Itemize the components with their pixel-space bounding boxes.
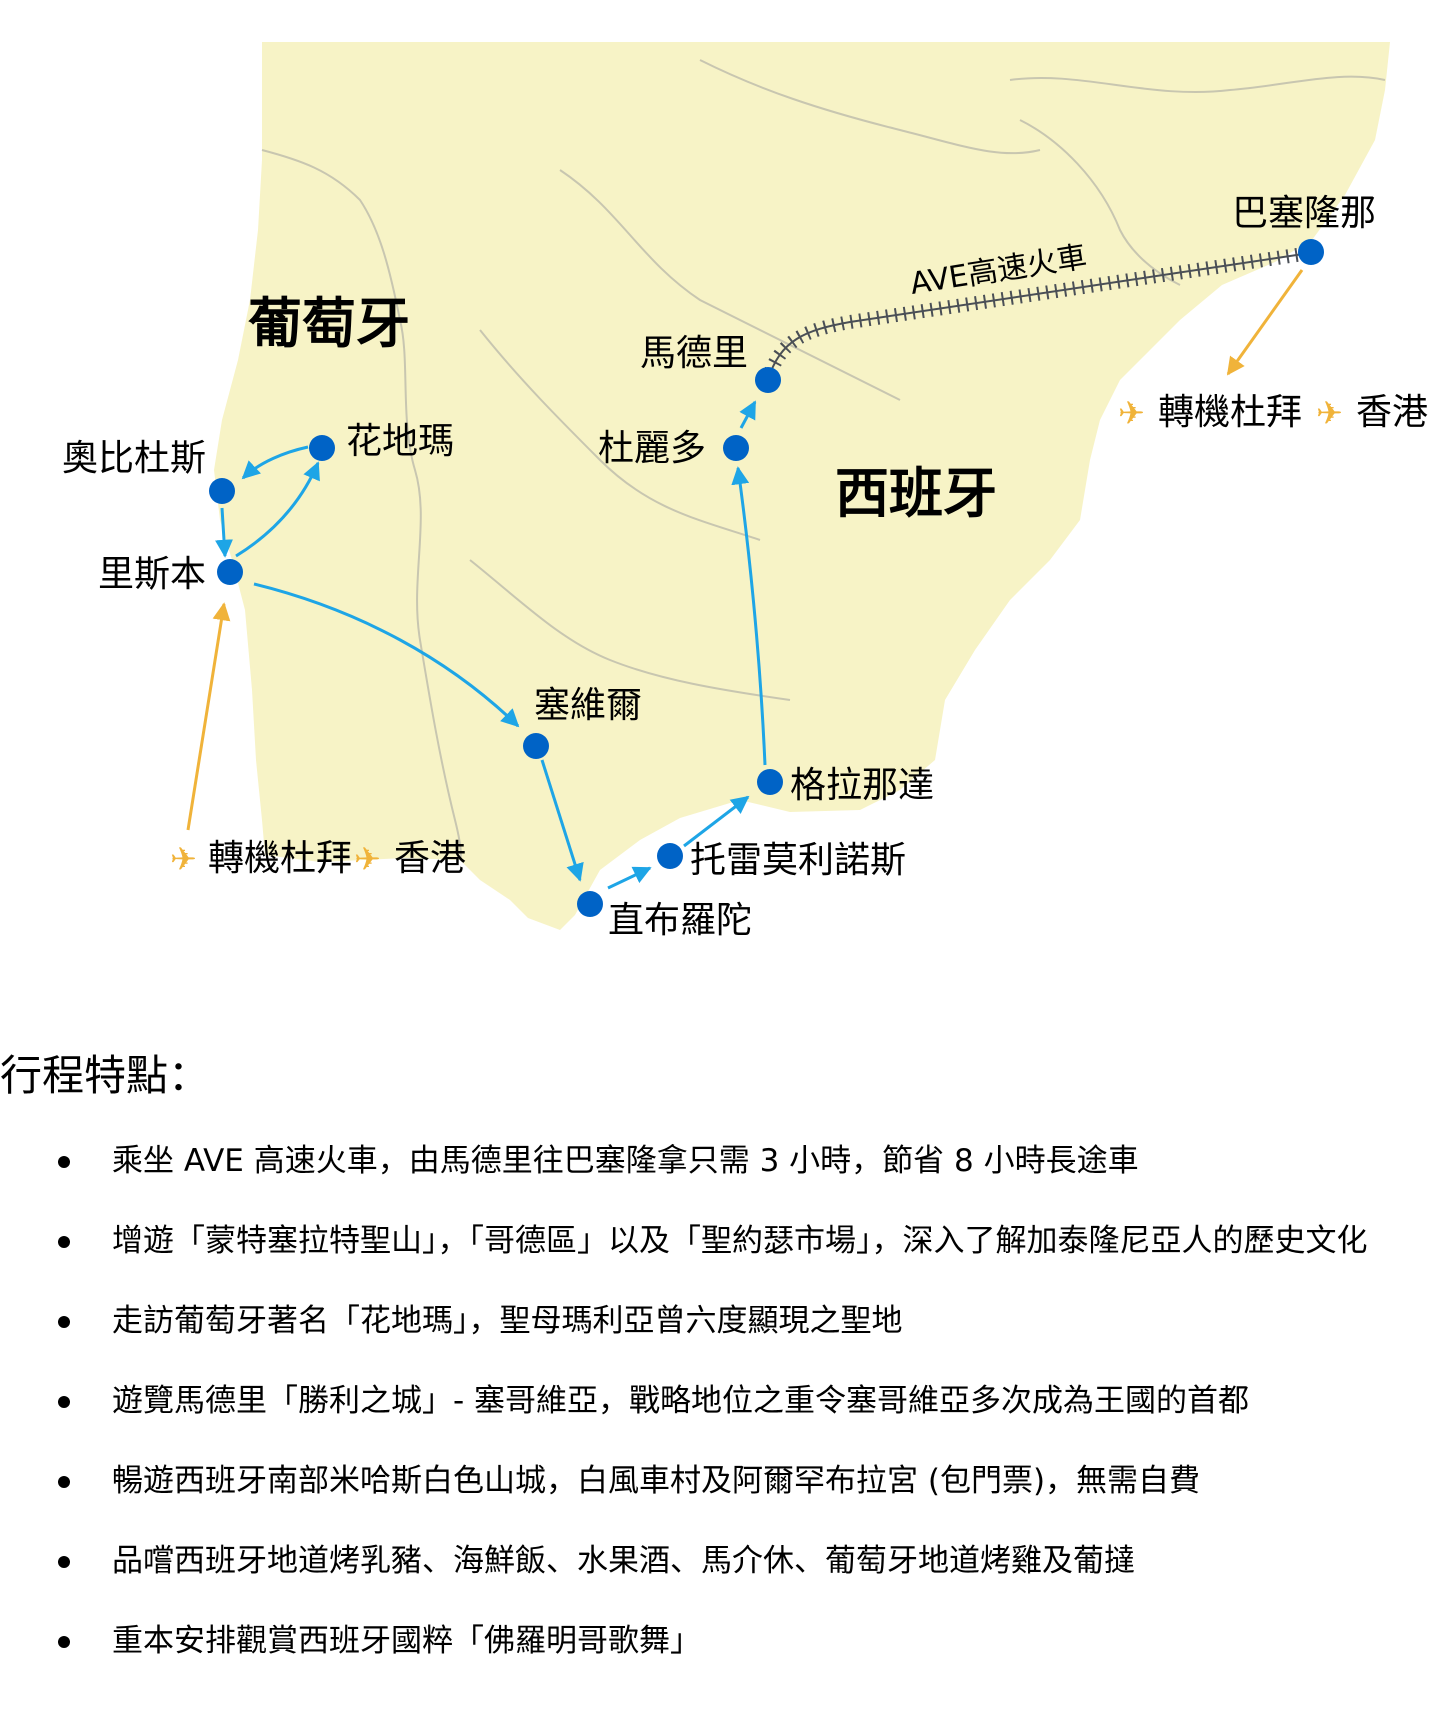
route-lisbon-fatima — [235, 461, 320, 558]
list-item: 暢遊西班牙南部米哈斯白色山城，白風車村及阿爾罕布拉宮 (包門票)，無需自費 — [0, 1460, 1440, 1502]
flight-routes — [186, 269, 1304, 831]
city-label-obidos: 奧比杜斯 — [62, 438, 206, 479]
city-dot-obidos — [209, 478, 235, 504]
bullet-icon — [58, 1236, 70, 1248]
route-gibraltar-torremolinos — [607, 866, 652, 890]
city-label-seville: 塞維爾 — [534, 685, 642, 726]
list-item-text: 重本安排觀賞西班牙國粹「佛羅明哥歌舞」 — [112, 1623, 701, 1659]
plane-icon: ✈ — [1316, 394, 1343, 432]
city-label-gibraltar: 直布羅陀 — [608, 900, 752, 941]
city-dots — [209, 239, 1324, 917]
city-label-fatima: 花地瑪 — [346, 421, 454, 462]
bullet-icon — [58, 1316, 70, 1328]
city-dot-madrid — [755, 367, 781, 393]
list-item-text: 遊覽馬德里「勝利之城」- 塞哥維亞，戰略地位之重令塞哥維亞多次成為王國的首都 — [112, 1383, 1250, 1419]
route-seville-gibraltar — [540, 759, 584, 882]
city-dot-gibraltar — [577, 891, 603, 917]
city-label-barcelona: 巴塞隆那 — [1232, 193, 1376, 234]
city-dot-lisbon — [217, 559, 243, 585]
flight-out-destination: 香港 — [1356, 392, 1428, 433]
bullet-icon — [58, 1636, 70, 1648]
features-title: 行程特點： — [0, 1051, 211, 1100]
list-item-text: 品嚐西班牙地道烤乳豬、海鮮飯、水果酒、馬介休、葡萄牙地道烤雞及葡撻 — [112, 1543, 1135, 1579]
city-dot-seville — [523, 733, 549, 759]
city-label-lisbon: 里斯本 — [98, 554, 206, 595]
flight-out-arrow — [1226, 269, 1304, 376]
city-label-toledo: 杜麗多 — [598, 428, 706, 469]
city-dot-barcelona — [1298, 239, 1324, 265]
bullet-icon — [58, 1396, 70, 1408]
country-label-spain: 西班牙 — [835, 462, 997, 525]
region-borders — [261, 59, 1386, 861]
list-item-text: 乘坐 AVE 高速火車，由馬德里往巴塞隆拿只需 3 小時，節省 8 小時長途車 — [112, 1143, 1139, 1179]
plane-icon: ✈ — [1118, 394, 1145, 432]
bullet-icon — [58, 1556, 70, 1568]
city-label-granada: 格拉那達 — [790, 765, 934, 806]
city-dot-fatima — [309, 435, 335, 461]
list-item-text: 增遊「蒙特塞拉特聖山」，「哥德區」以及「聖約瑟市場」，深入了解加泰隆尼亞人的歷史… — [112, 1223, 1368, 1259]
bullet-icon — [58, 1156, 70, 1168]
route-torremolinos-granada — [683, 795, 750, 848]
flight-in-origin: 香港 — [394, 838, 466, 879]
flight-in-transfer: 轉機杜拜 — [208, 838, 352, 879]
flight-out-transfer: 轉機杜拜 — [1158, 392, 1302, 433]
route-fatima-obidos — [241, 445, 309, 480]
route-granada-toledo — [731, 466, 767, 766]
city-dot-toledo — [723, 435, 749, 461]
itinerary-map: 葡萄牙 西班牙 AVE高速火車 巴塞隆那 馬德里 杜麗多 花地瑪 奧比杜斯 — [62, 42, 1428, 941]
flight-in-arrow — [186, 602, 231, 831]
list-item-text: 走訪葡萄牙著名「花地瑪」，聖母瑪利亞曾六度顯現之聖地 — [112, 1303, 903, 1339]
tour-route — [215, 400, 767, 890]
train-route-ties — [761, 246, 1312, 383]
bullet-icon — [58, 1476, 70, 1488]
list-item: 乘坐 AVE 高速火車，由馬德里往巴塞隆拿只需 3 小時，節省 8 小時長途車 — [0, 1140, 1440, 1182]
list-item: 品嚐西班牙地道烤乳豬、海鮮飯、水果酒、馬介休、葡萄牙地道烤雞及葡撻 — [0, 1540, 1440, 1582]
route-obidos-lisbon — [215, 507, 233, 558]
city-dot-granada — [757, 769, 783, 795]
list-item: 走訪葡萄牙著名「花地瑪」，聖母瑪利亞曾六度顯現之聖地 — [0, 1300, 1440, 1342]
city-label-torremolinos: 托雷莫利諾斯 — [690, 840, 906, 881]
list-item: 重本安排觀賞西班牙國粹「佛羅明哥歌舞」 — [0, 1620, 1440, 1662]
country-label-portugal: 葡萄牙 — [248, 292, 410, 355]
city-label-madrid: 馬德里 — [640, 333, 748, 374]
iberian-land — [214, 42, 1390, 930]
features-list: 乘坐 AVE 高速火車，由馬德里往巴塞隆拿只需 3 小時，節省 8 小時長途車 … — [0, 1140, 1440, 1700]
list-item: 增遊「蒙特塞拉特聖山」，「哥德區」以及「聖約瑟市場」，深入了解加泰隆尼亞人的歷史… — [0, 1220, 1440, 1262]
list-item-text: 暢遊西班牙南部米哈斯白色山城，白風車村及阿爾罕布拉宮 (包門票)，無需自費 — [112, 1463, 1201, 1499]
list-item: 遊覽馬德里「勝利之城」- 塞哥維亞，戰略地位之重令塞哥維亞多次成為王國的首都 — [0, 1380, 1440, 1422]
plane-icon: ✈ — [354, 840, 381, 878]
route-toledo-madrid — [739, 400, 757, 429]
city-dot-torremolinos — [657, 843, 683, 869]
plane-icon: ✈ — [170, 840, 197, 878]
route-lisbon-seville — [253, 582, 520, 728]
